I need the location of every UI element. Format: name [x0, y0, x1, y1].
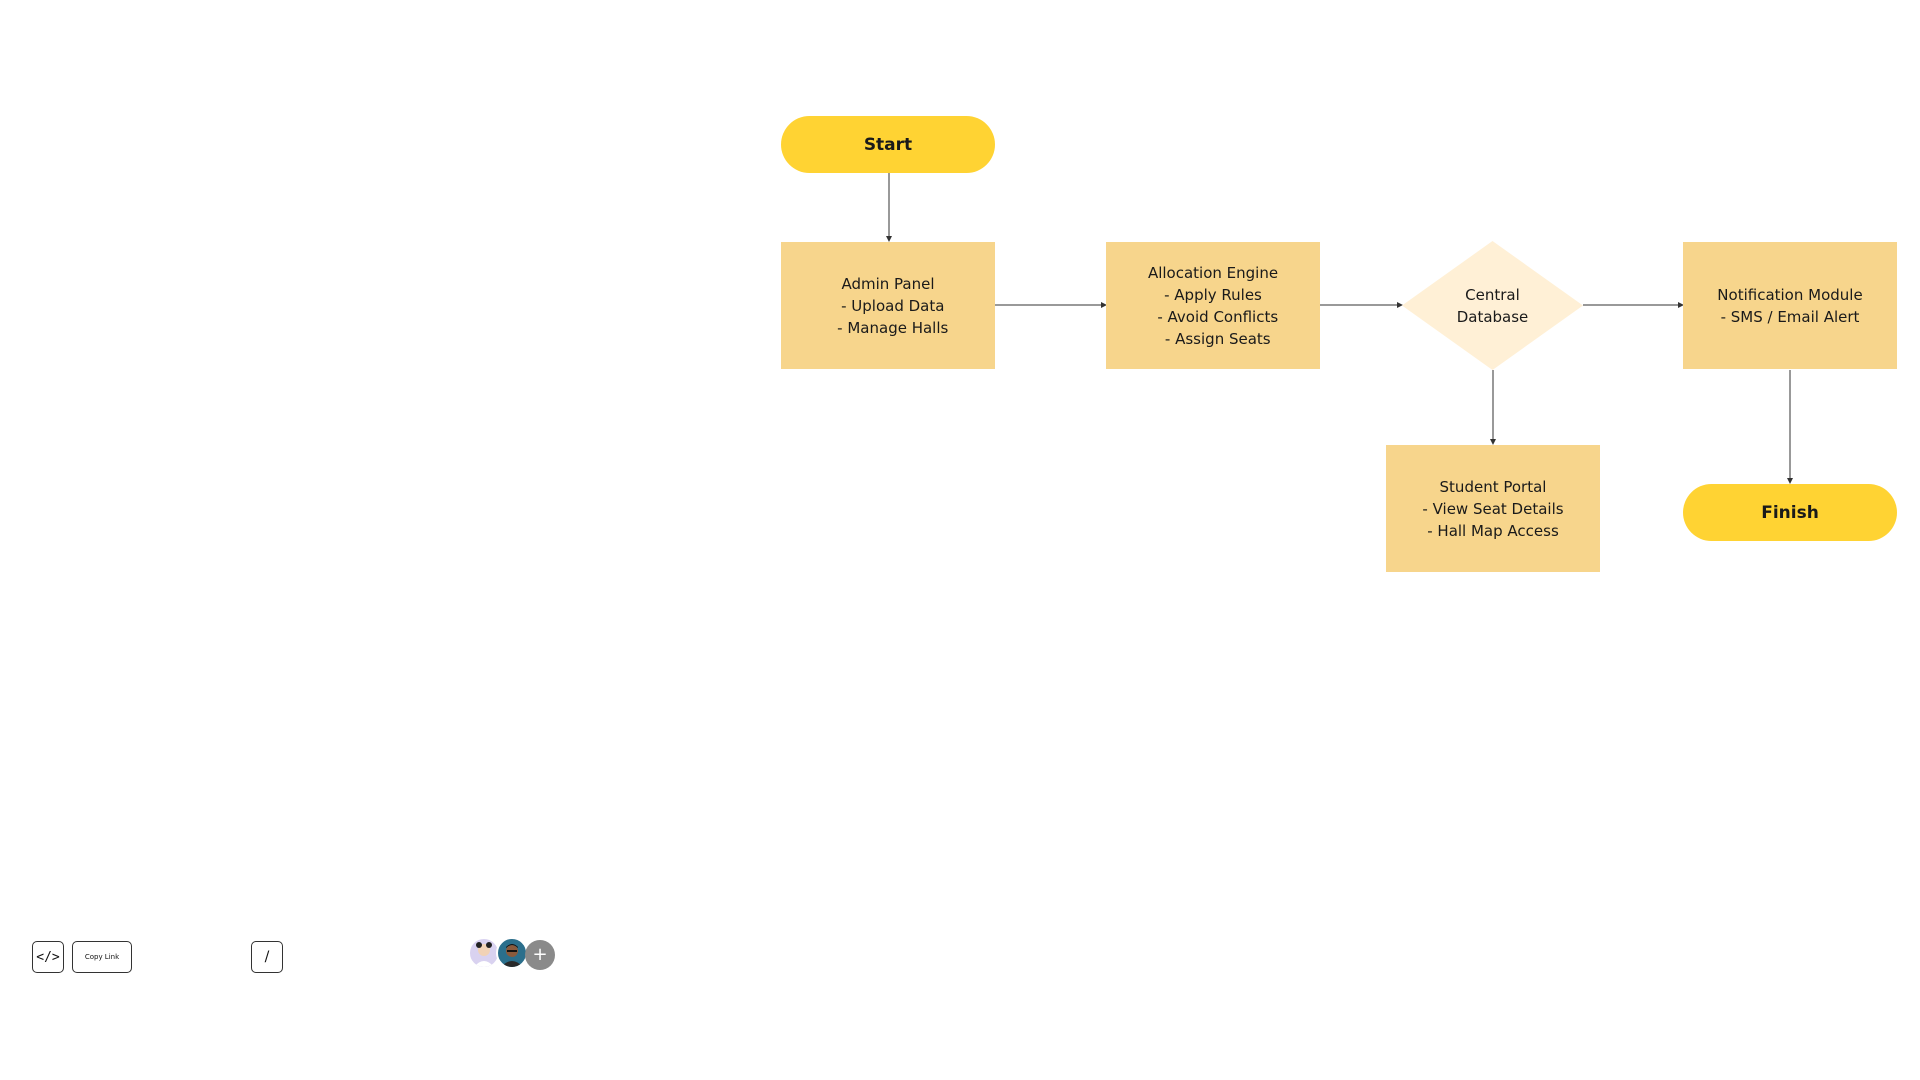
- database-line-1: Central: [1465, 285, 1520, 304]
- student-item-2: - Hall Map Access: [1427, 521, 1559, 540]
- admin-title: Admin Panel: [841, 274, 935, 293]
- central-database-node[interactable]: Central Database: [1402, 241, 1583, 370]
- decision-diamond: [1402, 241, 1583, 370]
- finish-label: Finish: [1761, 502, 1819, 523]
- allocation-item-1: - Apply Rules: [1164, 285, 1262, 304]
- avatar[interactable]: [496, 937, 528, 969]
- embed-code-icon: </>: [36, 949, 60, 965]
- student-title: Student Portal: [1439, 477, 1547, 496]
- notification-item-1: - SMS / Email Alert: [1720, 307, 1860, 326]
- student-item-1: - View Seat Details: [1422, 499, 1564, 518]
- notification-module-node[interactable]: Notification Module - SMS / Email Alert: [1683, 242, 1897, 369]
- slash-command-button[interactable]: /: [251, 941, 283, 973]
- admin-item-1: - Upload Data: [831, 296, 945, 315]
- start-node[interactable]: Start: [781, 116, 995, 173]
- allocation-item-2: - Avoid Conflicts: [1147, 307, 1279, 326]
- plus-icon: +: [532, 944, 548, 965]
- avatar-person-icon: [474, 942, 494, 967]
- finish-node[interactable]: Finish: [1683, 484, 1897, 541]
- admin-item-2: - Manage Halls: [827, 318, 949, 337]
- copy-link-button[interactable]: Copy Link: [72, 941, 132, 973]
- database-text: Central Database: [1457, 284, 1529, 328]
- database-line-2: Database: [1456, 307, 1529, 326]
- start-label: Start: [863, 134, 913, 155]
- copy-link-label: Copy Link: [84, 953, 120, 961]
- avatar-person-icon: [501, 944, 523, 967]
- add-collaborator-button[interactable]: +: [525, 940, 555, 970]
- student-portal-node[interactable]: Student Portal - View Seat Details - Hal…: [1386, 445, 1600, 572]
- admin-panel-node[interactable]: Admin Panel - Upload Data - Manage Halls: [781, 242, 995, 369]
- allocation-title: Allocation Engine: [1147, 263, 1279, 282]
- allocation-item-3: - Assign Seats: [1155, 329, 1271, 348]
- embed-code-button[interactable]: </>: [32, 941, 64, 973]
- slash-icon: /: [264, 949, 270, 965]
- allocation-engine-node[interactable]: Allocation Engine - Apply Rules - Avoid …: [1106, 242, 1320, 369]
- notification-title: Notification Module: [1717, 285, 1863, 304]
